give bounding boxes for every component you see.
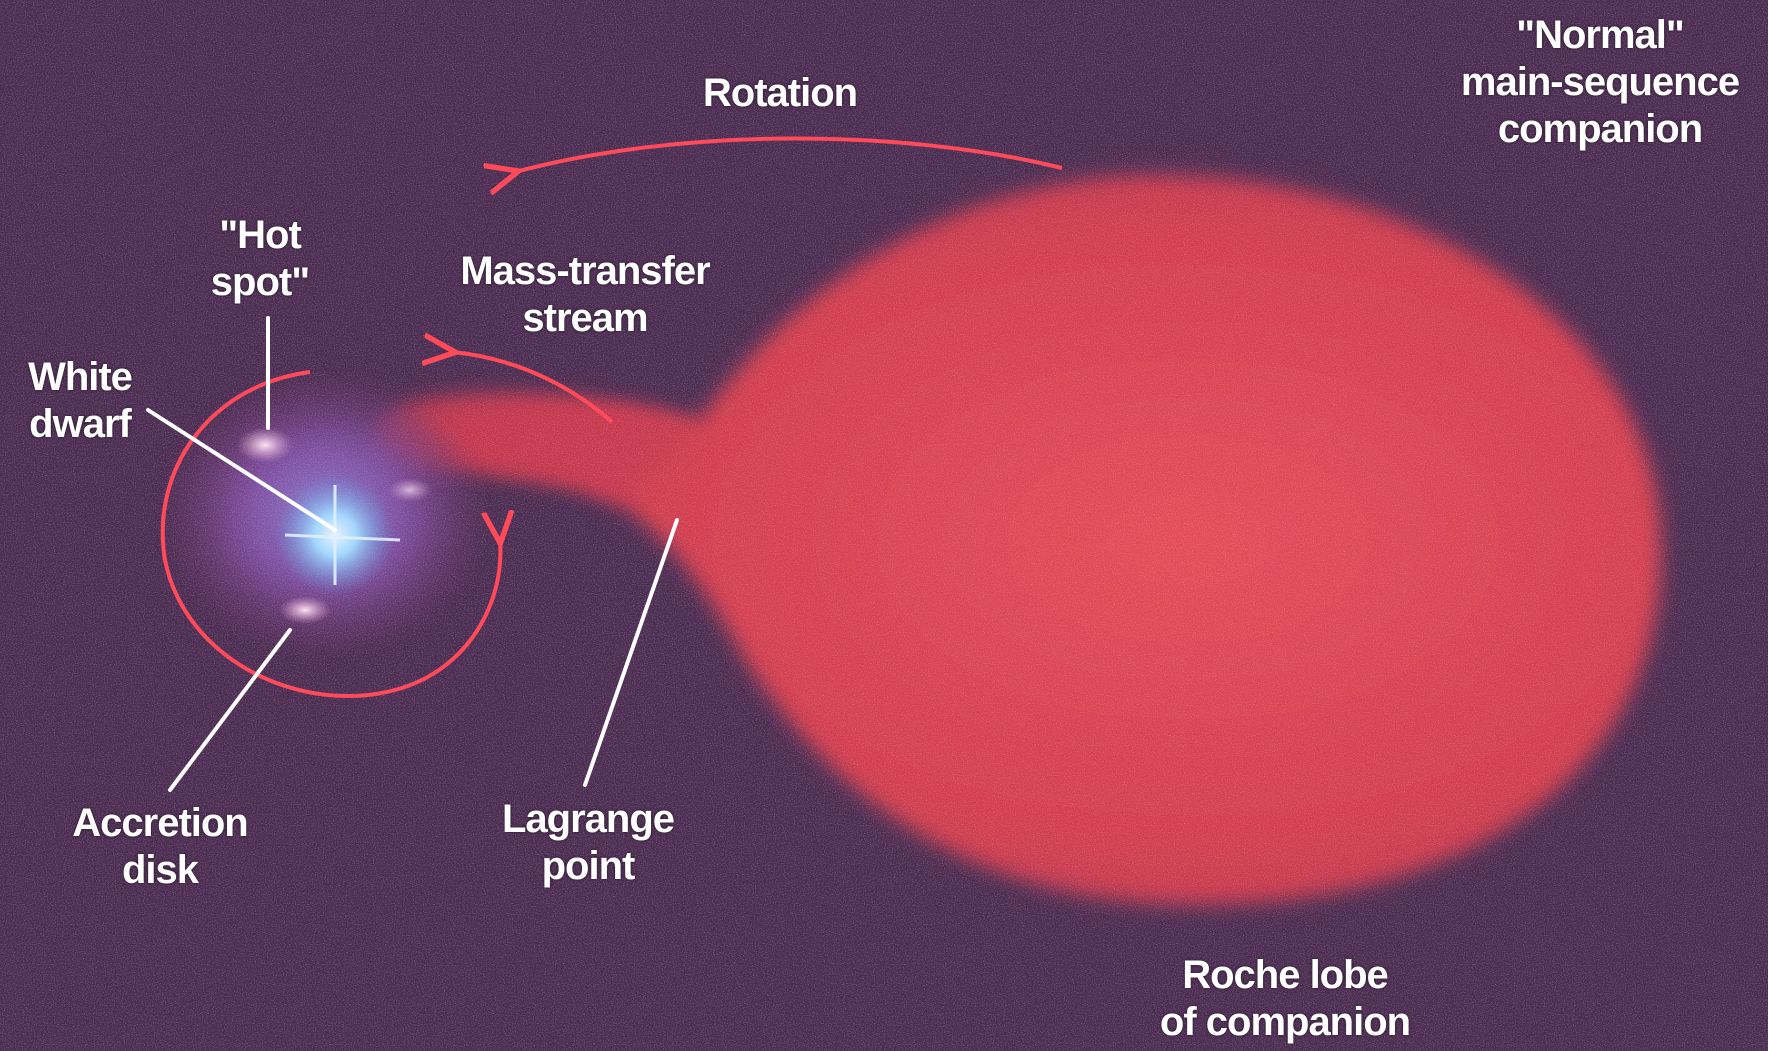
accretion-disk-line-1: Accretion xyxy=(55,800,265,847)
accretion-disk-label: Accretion disk xyxy=(55,800,265,894)
roche-lobe-line-1: Roche lobe xyxy=(1140,952,1430,999)
lagrange-point-label: Lagrange point xyxy=(478,796,698,890)
normal-companion-line-3: companion xyxy=(1440,106,1760,153)
hot-spot-label: "Hot spot" xyxy=(190,212,330,306)
white-dwarf-line-1: White xyxy=(10,354,150,401)
mass-transfer-line-1: Mass-transfer xyxy=(430,248,740,295)
white-dwarf-line-2: dwarf xyxy=(10,401,150,448)
white-dwarf-label: White dwarf xyxy=(10,354,150,448)
lagrange-point-line-1: Lagrange xyxy=(478,796,698,843)
roche-lobe-label: Roche lobe of companion xyxy=(1140,952,1430,1046)
roche-lobe-line-2: of companion xyxy=(1140,999,1430,1046)
hot-spot-line-2: spot" xyxy=(190,259,330,306)
accretion-disk-line-2: disk xyxy=(55,847,265,894)
normal-companion-line-2: main-sequence xyxy=(1440,59,1760,106)
normal-companion-line-1: "Normal" xyxy=(1440,12,1760,59)
rotation-label: Rotation xyxy=(660,70,900,117)
rotation-line-1: Rotation xyxy=(660,70,900,117)
mass-transfer-label: Mass-transfer stream xyxy=(430,248,740,342)
normal-companion-label: "Normal" main-sequence companion xyxy=(1440,12,1760,153)
mass-transfer-line-2: stream xyxy=(430,295,740,342)
hot-spot-line-1: "Hot xyxy=(190,212,330,259)
lagrange-point-line-2: point xyxy=(478,843,698,890)
